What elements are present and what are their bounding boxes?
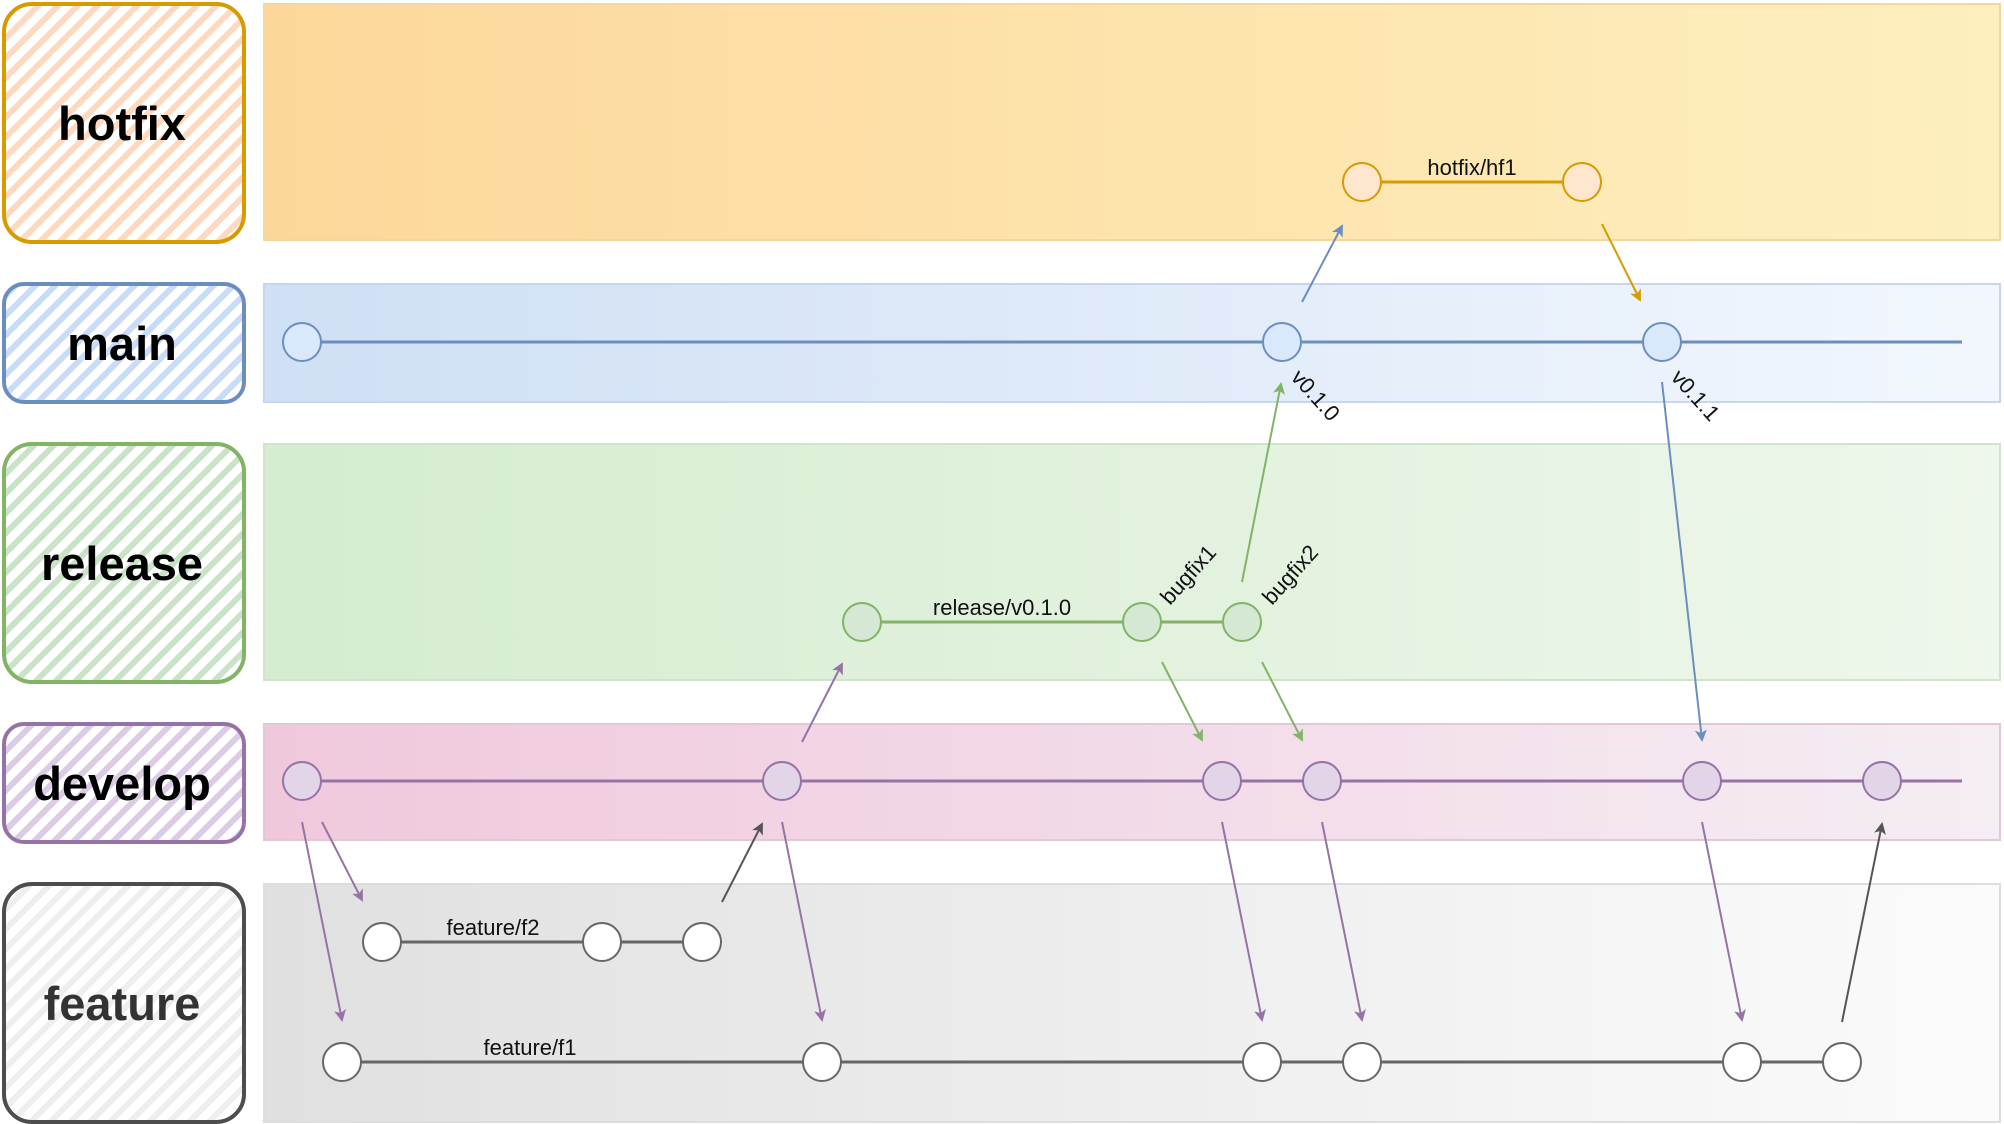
hotfix-lane-label: hotfix <box>58 97 186 150</box>
feature-f1-commit[interactable] <box>1342 1042 1382 1082</box>
arrow-develop-to-f1-sync4 <box>1701 821 1746 1022</box>
arrow-develop-to-f2 <box>321 821 363 902</box>
feature-f1-branch-label: feature/f1 <box>484 1035 577 1060</box>
develop-lane-label: develop <box>33 757 211 810</box>
feature-lane-header: feature <box>2 882 246 1124</box>
main-commit[interactable] <box>1642 322 1682 362</box>
main-commit[interactable] <box>1262 322 1302 362</box>
develop-commit[interactable] <box>1302 761 1342 801</box>
develop-lane-header: develop <box>2 722 246 844</box>
hotfix-branch-label: hotfix/hf1 <box>1427 155 1516 180</box>
feature-f1-commit[interactable] <box>1822 1042 1862 1082</box>
hotfix-commit[interactable] <box>1342 162 1382 202</box>
develop-commit[interactable] <box>1862 761 1902 801</box>
feature-f1-commit[interactable] <box>322 1042 362 1082</box>
feature-f1-commit[interactable] <box>1242 1042 1282 1082</box>
arrow-bugfix2-to-develop <box>1261 661 1303 742</box>
arrow-main-to-develop <box>1661 381 1707 742</box>
arrow-f2-to-develop <box>721 822 763 903</box>
feature-f2-branch-label: feature/f2 <box>447 915 540 940</box>
release-lane-band <box>263 443 2001 681</box>
arrow-bugfix1-to-develop <box>1161 661 1203 742</box>
release-commit[interactable] <box>1222 602 1262 642</box>
feature-lane-label: feature <box>44 977 201 1030</box>
develop-commit[interactable] <box>1682 761 1722 801</box>
release-lane-label: release <box>41 537 203 590</box>
arrow-develop-to-f1-sync2 <box>1221 821 1266 1022</box>
release-commit[interactable] <box>1122 602 1162 642</box>
arrow-hotfix-to-main <box>1601 223 1641 302</box>
hotfix-lane-band <box>263 3 2001 241</box>
main-lane-header: main <box>2 282 246 404</box>
hotfix-lane-header: hotfix <box>2 2 246 244</box>
arrow-develop-to-release <box>801 662 843 743</box>
feature-f1-commit[interactable] <box>802 1042 842 1082</box>
release-commit[interactable] <box>842 602 882 642</box>
feature-f2-commit[interactable] <box>682 922 722 962</box>
feature-f2-commit[interactable] <box>582 922 622 962</box>
main-commit[interactable] <box>282 322 322 362</box>
develop-commit[interactable] <box>762 761 802 801</box>
arrow-develop-to-f1-sync3 <box>1321 821 1366 1022</box>
arrow-main-to-hotfix <box>1301 224 1343 303</box>
feature-lane-band <box>263 883 2001 1123</box>
hotfix-commit[interactable] <box>1562 162 1602 202</box>
arrow-develop-to-f1-start <box>301 821 346 1022</box>
main-lane-label: main <box>67 317 177 370</box>
release-lane-header: release <box>2 442 246 684</box>
release-branch-label: release/v0.1.0 <box>933 595 1071 620</box>
feature-f2-commit[interactable] <box>362 922 402 962</box>
arrow-release-to-main <box>1241 382 1285 583</box>
develop-commit[interactable] <box>1202 761 1242 801</box>
feature-f1-commit[interactable] <box>1722 1042 1762 1082</box>
arrow-develop-to-f1-sync1 <box>781 821 826 1022</box>
arrow-f1-to-develop <box>1841 822 1886 1023</box>
develop-commit[interactable] <box>282 761 322 801</box>
